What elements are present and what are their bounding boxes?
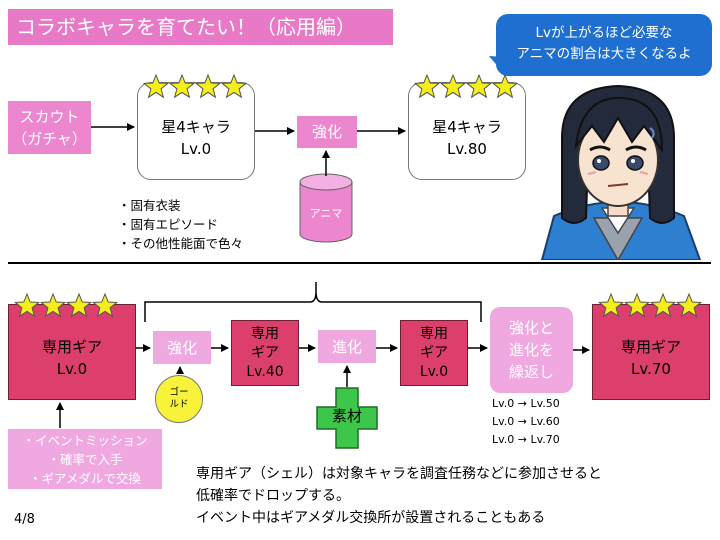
gear-mid1-line1: 専用: [251, 325, 279, 342]
star-icon: [195, 74, 221, 99]
note-line: イベント中はギアメダル交換所が設置されることもある: [196, 510, 546, 526]
note-line: 低確率でドロップする。: [196, 488, 350, 504]
page-number: 4/8: [14, 512, 35, 527]
char-after-stars: [414, 74, 518, 99]
evolve-label: 進化: [331, 337, 362, 356]
enhance-label-bottom: 強化: [166, 338, 197, 357]
feature-list: ・固有衣装 ・固有エピソード ・その他性能面で色々: [118, 196, 243, 253]
gold-label-1: ゴー: [169, 387, 189, 398]
star-icon: [414, 74, 440, 99]
gear-start-stars: [14, 293, 118, 318]
repeat-level-item: Lv.0 → Lv.50: [492, 397, 560, 410]
section-divider: [8, 262, 711, 264]
anima-label: アニマ: [309, 207, 343, 220]
star-icon: [492, 74, 518, 99]
char-before-name: 星4キャラ: [161, 118, 231, 136]
star-icon: [169, 74, 195, 99]
material-label: 素材: [331, 407, 362, 425]
gear-end-level: Lv.70: [631, 360, 671, 378]
enhance-box-top: 強化: [297, 116, 357, 148]
gear-end-box: 専用ギア Lv.70: [592, 304, 710, 400]
repeat-line1: 強化と: [508, 319, 554, 337]
evolve-box: 進化: [318, 330, 376, 363]
gear-start-level: Lv.0: [56, 360, 88, 378]
gear-mid1-level: Lv.40: [246, 363, 284, 380]
char-after-box: 星4キャラ Lv.80: [408, 82, 526, 180]
star-icon: [676, 293, 702, 318]
explanation-note: 専用ギア（シェル）は対象キャラを調査任務などに参加させると 低確率でドロップする…: [196, 463, 602, 529]
scout-sublabel: （ガチャ）: [12, 129, 87, 148]
repeat-level-list: Lv.0 → Lv.50 Lv.0 → Lv.60 Lv.0 → Lv.70: [492, 395, 560, 449]
star-icon: [440, 74, 466, 99]
note-line: 専用ギア（シェル）は対象キャラを調査任務などに参加させると: [196, 466, 602, 482]
character-illustration: [540, 84, 702, 260]
feature-item: ・その他性能面で色々: [118, 236, 244, 251]
scout-box: スカウト （ガチャ）: [8, 101, 91, 154]
material-label-box: 素材: [316, 400, 378, 432]
gear-mid2-box: 専用 ギア Lv.0: [400, 320, 468, 386]
star-icon: [66, 293, 92, 318]
gear-source-item: ・確率で入手: [47, 452, 123, 467]
speech-line-2: アニマの割合は大きくなるよ: [516, 46, 692, 62]
gear-source-item: ・イベントミッション: [22, 433, 148, 448]
feature-item: ・固有エピソード: [118, 217, 219, 232]
gear-end-name: 専用ギア: [620, 338, 681, 356]
char-before-box: 星4キャラ Lv.0: [137, 82, 255, 180]
gear-start-box: 専用ギア Lv.0: [8, 304, 136, 400]
material-cross: [316, 387, 378, 449]
gear-mid2-level: Lv.0: [419, 363, 449, 380]
enhance-label-top: 強化: [311, 123, 342, 141]
gear-mid1-box: 専用 ギア Lv.40: [231, 320, 299, 386]
star-icon: [92, 293, 118, 318]
gold-label-2: ルド: [169, 399, 189, 410]
star-icon: [40, 293, 66, 318]
scout-label: スカウト: [19, 107, 80, 126]
star-icon: [598, 293, 624, 318]
star-icon: [143, 74, 169, 99]
repeat-bracket: [144, 282, 482, 322]
speech-line-1: Lvが上がるほど必要な: [535, 25, 673, 41]
star-icon: [650, 293, 676, 318]
repeat-line3: 繰返し: [508, 363, 554, 381]
repeat-box: 強化と 進化を 繰返し: [490, 307, 573, 393]
gear-mid2-line1: 専用: [420, 325, 448, 342]
feature-item: ・固有衣装: [118, 198, 181, 213]
anima-cylinder: [299, 173, 353, 243]
repeat-line2: 進化を: [508, 341, 554, 359]
gear-source-item: ・ギアメダルで交換: [29, 471, 141, 486]
repeat-level-item: Lv.0 → Lv.60: [492, 415, 560, 428]
gold-circle: ゴー ルド: [155, 375, 203, 423]
char-after-name: 星4キャラ: [432, 118, 502, 136]
gear-end-stars: [598, 293, 702, 318]
repeat-level-item: Lv.0 → Lv.70: [492, 433, 560, 446]
star-icon: [466, 74, 492, 99]
star-icon: [221, 74, 247, 99]
gear-mid1-line2: ギア: [251, 344, 279, 361]
page-title: コラボキャラを育てたい！（応用編）: [8, 9, 393, 45]
enhance-box-bottom: 強化: [153, 331, 211, 364]
char-before-stars: [143, 74, 247, 99]
gear-sources-box: ・イベントミッション ・確率で入手 ・ギアメダルで交換: [8, 429, 162, 489]
char-after-level: Lv.80: [447, 140, 487, 158]
gear-mid2-line2: ギア: [420, 344, 448, 361]
char-before-level: Lv.0: [180, 140, 212, 158]
gear-start-name: 専用ギア: [41, 338, 102, 356]
star-icon: [14, 293, 40, 318]
speech-bubble: Lvが上がるほど必要な アニマの割合は大きくなるよ: [496, 14, 712, 76]
star-icon: [624, 293, 650, 318]
